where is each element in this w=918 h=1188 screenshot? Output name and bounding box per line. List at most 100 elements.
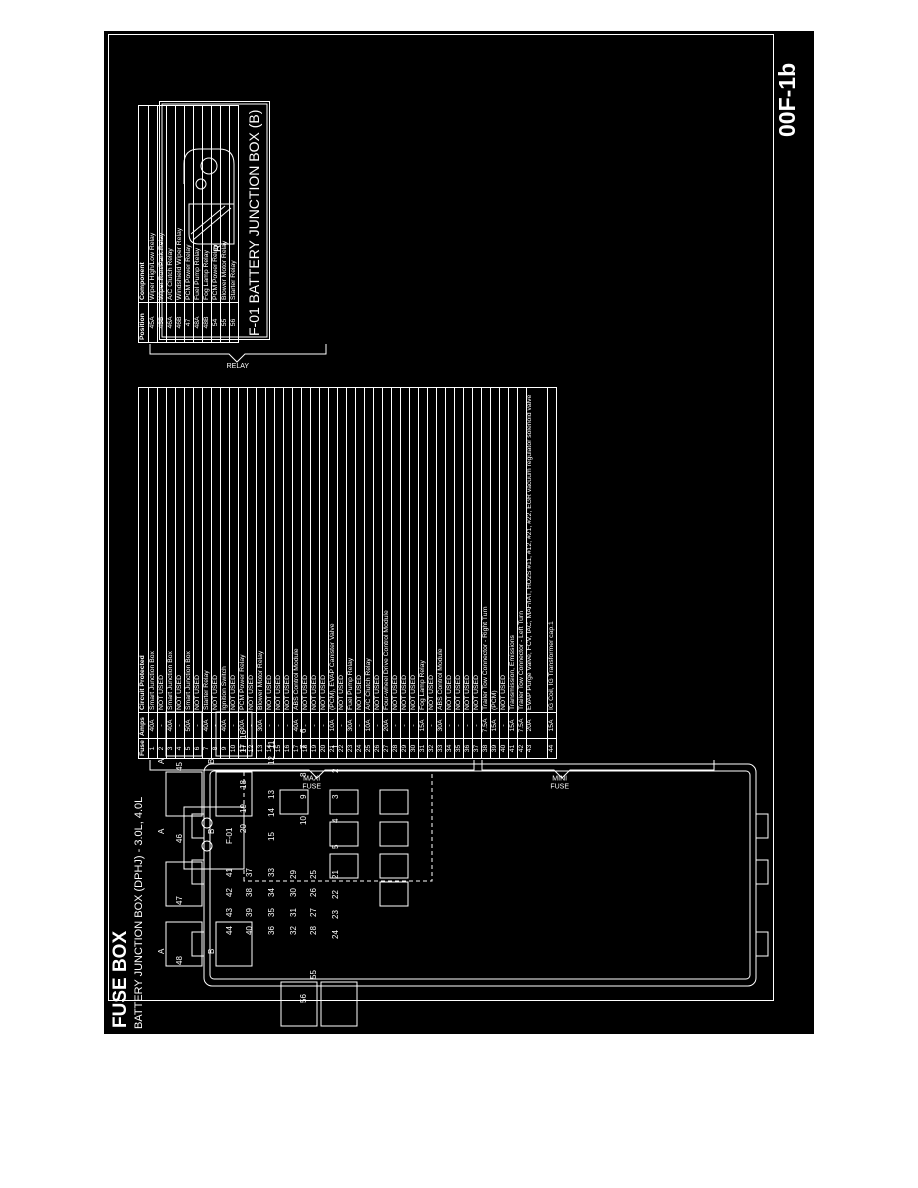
- relay-table-header-cell: Component: [138, 105, 149, 303]
- fuse-table-cell: 40A: [202, 712, 212, 739]
- fuse-table-row: 36-NOT USED: [463, 387, 473, 759]
- f01-panel: [159, 101, 270, 340]
- fuse-table-cell: 20A: [382, 712, 392, 739]
- fuse-table-cell: -: [211, 712, 221, 739]
- fuse-table-cell: NOT USED: [274, 387, 284, 713]
- fuse-table-cell: NOT USED: [400, 387, 410, 713]
- fuse-number-label: 5: [331, 844, 340, 849]
- housing-outline: [203, 763, 757, 987]
- fuse-table-cell: NOT USED: [175, 387, 185, 713]
- fuse-table-cell: NOT USED: [373, 387, 383, 713]
- fuse-number-label: 14: [267, 808, 276, 817]
- fuse-table-cell: IG Coil, IG Transformer cap.1: [547, 387, 557, 713]
- fuse-number-label: 56: [299, 994, 308, 1003]
- fuse-table-cell: (PCM), EVAP Canister Valve: [328, 387, 338, 713]
- fuse-table-cell: NOT USED: [265, 387, 275, 713]
- f01-panel-r-label: R: [212, 244, 224, 252]
- relay-slot: [165, 921, 203, 967]
- fuse-number-label: 11: [267, 740, 276, 749]
- fuse-table-cell: EVAP Purge Valve, FCV, IAC, MAF/IAT, HO2…: [526, 387, 548, 713]
- fuse-table-row: 29-NOT USED: [400, 387, 410, 759]
- fuse-table-cell: -: [193, 712, 203, 739]
- fuse-number-label: 20: [239, 824, 248, 833]
- fuse-table-cell: NOT USED: [355, 387, 365, 713]
- fuse-table-cell: -: [157, 712, 167, 739]
- fuse-number-label: 8: [299, 772, 308, 777]
- fuse-table-cell: 40A: [148, 712, 158, 739]
- fuse-table-cell: PCM Power Relay: [238, 387, 248, 713]
- fuse-table-row: 20-NOT USED: [319, 387, 329, 759]
- fuse-number-label: 13: [267, 790, 276, 799]
- fuse-table-cell: NOT USED: [211, 387, 221, 713]
- maxi-fuse-slot: [379, 881, 409, 907]
- fuse-table-cell: Blower Motor Relay: [256, 387, 266, 713]
- fuse-table-cell: NOT USED: [337, 387, 347, 713]
- f01-stud-icon: [201, 840, 213, 852]
- fuse-table-cell: -: [265, 712, 275, 739]
- fuse-table-cell: 7.5A: [517, 712, 527, 739]
- fuse-number-label: 33: [267, 868, 276, 877]
- mount-tab: [191, 931, 205, 957]
- fuse-number-label: 24: [331, 930, 340, 939]
- fuse-table-cell: -: [310, 712, 320, 739]
- relay-slot: [215, 921, 253, 967]
- fuse-number-label: 28: [309, 926, 318, 935]
- fuse-table-cell: -: [373, 712, 383, 739]
- fuse-number-label: 43: [225, 908, 234, 917]
- fuse-table-row: 26-NOT USED: [373, 387, 383, 759]
- fuse-table-row: 37-NOT USED: [472, 387, 482, 759]
- fuse-number-label: 31: [289, 908, 298, 917]
- maxi-fuse-slot: [379, 821, 409, 847]
- maxi-fuse-region: [243, 770, 433, 882]
- fuse-number-label: 41: [225, 868, 234, 877]
- fuse-number-label: 9: [299, 794, 308, 799]
- fuse-table-cell: NOT USED: [319, 387, 329, 713]
- fuse-table-cell: 15A: [490, 712, 500, 739]
- mount-tab: [755, 813, 769, 839]
- fuse-table-cell: -: [445, 712, 455, 739]
- relay-side-a-label: A: [157, 948, 166, 954]
- fuse-number-label: 36: [267, 926, 276, 935]
- fuse-table-cell: Transmission, Emissions: [508, 387, 518, 713]
- fuse-table-cell: Starter Relay: [202, 387, 212, 713]
- fuse-table-cell: NOT USED: [193, 387, 203, 713]
- fuse-table-row: 22-NOT USED: [337, 387, 347, 759]
- battery-box-outline-icon: [183, 148, 235, 245]
- fuse-table-cell: 30A: [346, 712, 356, 739]
- fuse-table-cell: Four-wheel Drive Control Module: [382, 387, 392, 713]
- f01-panel-title: F-01 BATTERY JUNCTION BOX (B): [246, 109, 262, 336]
- mount-tab: [755, 931, 769, 957]
- rotated-content: FUSE BOX BATTERY JUNCTION BOX (DPHJ) - 3…: [104, 31, 814, 1034]
- fuse-number-label: 45: [175, 762, 184, 771]
- fuse-table-cell: -: [391, 712, 401, 739]
- fuse-table-row: 19-NOT USED: [310, 387, 320, 759]
- relay-slot: [280, 981, 318, 1027]
- fuse-number-label: 38: [245, 888, 254, 897]
- fuse-number-label: 47: [175, 896, 184, 905]
- fuse-number-label: 22: [331, 890, 340, 899]
- fuse-table-cell: 30A: [436, 712, 446, 739]
- relay-slot: [320, 981, 358, 1027]
- fuse-table-cell: NOT USED: [283, 387, 293, 713]
- fuse-table-cell: Fog Lamp Relay: [418, 387, 428, 713]
- fuse-number-label: 21: [331, 870, 340, 879]
- fuse-number-label: 15: [267, 832, 276, 841]
- fuse-number-label: 55: [309, 970, 318, 979]
- fuse-number-label: 35: [267, 908, 276, 917]
- relay-slot: [215, 711, 253, 757]
- fuse-table-header-cell: Amps: [138, 712, 149, 739]
- fuse-table-cell: 40A: [166, 712, 176, 739]
- relay-side-b-label: B: [207, 949, 216, 954]
- fuse-number-label: 48: [175, 956, 184, 965]
- fuse-table-cell: -: [355, 712, 365, 739]
- relay-slot: [165, 771, 203, 817]
- fuse-table-cell: -: [175, 712, 185, 739]
- fuse-table-cell: NOT USED: [310, 387, 320, 713]
